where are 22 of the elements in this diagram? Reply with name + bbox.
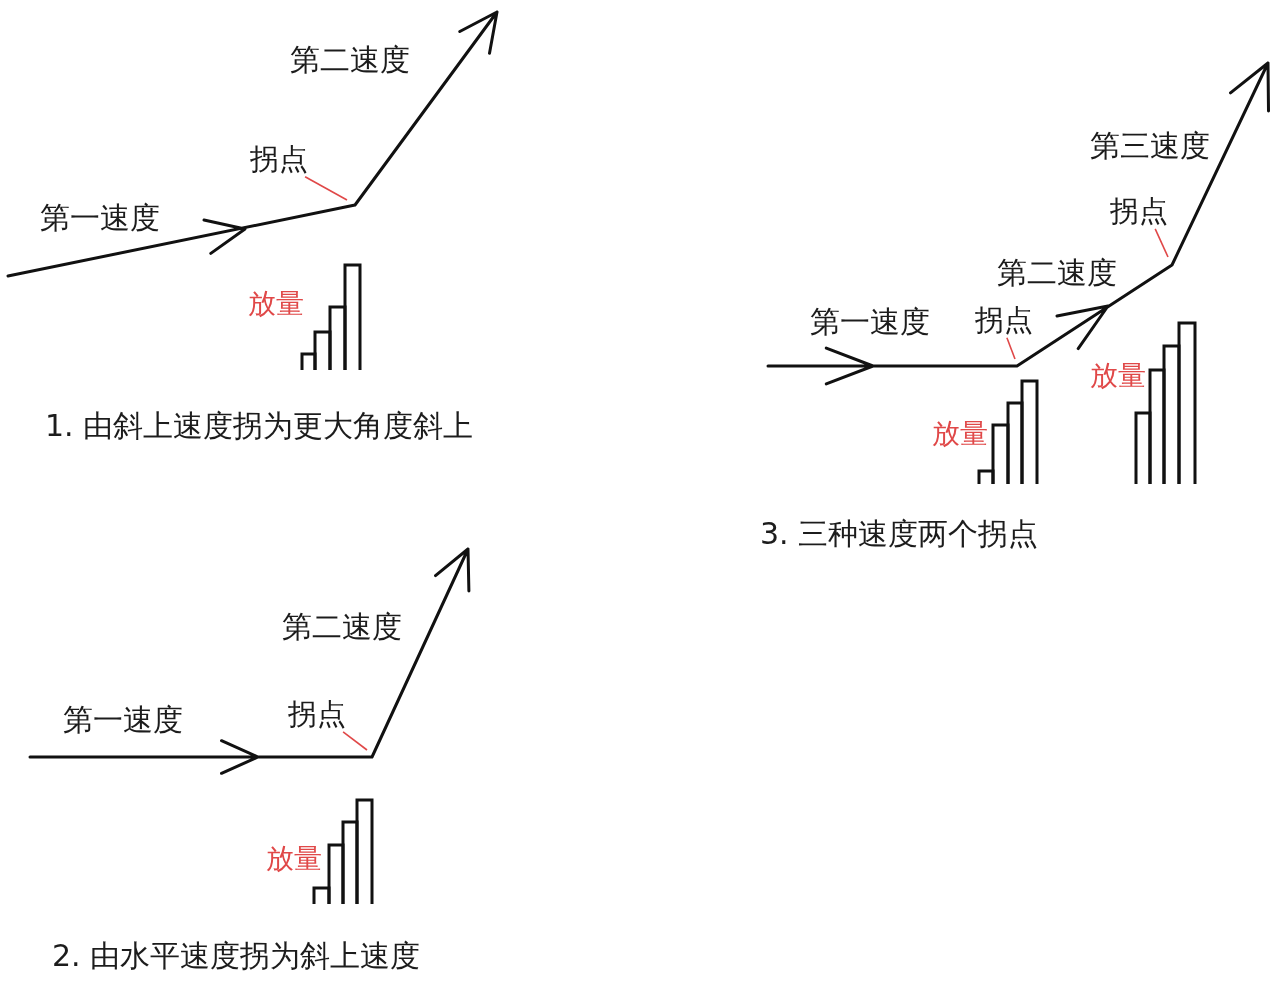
speed-label: 第二速度 (290, 42, 410, 78)
volume-label: 放量 (1090, 359, 1146, 393)
volume-label: 放量 (932, 417, 988, 451)
inflection-point-label: 拐点 (975, 303, 1033, 338)
speed-label: 第一速度 (63, 702, 183, 738)
speed-label: 第二速度 (282, 609, 402, 645)
leader-line (342, 731, 368, 751)
inflection-point-label: 拐点 (288, 697, 346, 732)
leader-line (304, 176, 348, 201)
panel-caption: 3. 三种速度两个拐点 (760, 516, 1039, 552)
panel-caption: 1. 由斜上速度拐为更大角度斜上 (45, 408, 474, 444)
panel-caption: 2. 由水平速度拐为斜上速度 (52, 938, 421, 974)
leader-line (1006, 337, 1016, 360)
speed-label: 第一速度 (810, 304, 930, 340)
inflection-point-label: 拐点 (1110, 194, 1168, 229)
inflection-point-label: 拐点 (250, 142, 308, 177)
speed-label: 第三速度 (1090, 128, 1210, 164)
speed-label: 第二速度 (997, 255, 1117, 291)
volume-label: 放量 (248, 287, 304, 321)
speed-label: 第一速度 (40, 200, 160, 236)
volume-label: 放量 (266, 842, 322, 876)
leader-line (1154, 228, 1169, 258)
